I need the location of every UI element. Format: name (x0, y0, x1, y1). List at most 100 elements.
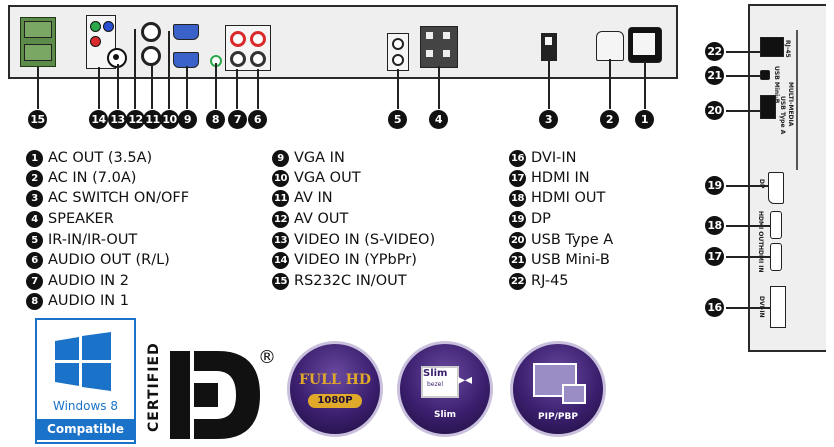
legend-item: 8 AUDIO IN 1 (26, 291, 129, 311)
slim-bezel-icon-subtext: bezel (427, 381, 444, 388)
callout-marker-15: 15 (28, 110, 47, 129)
lead-line-15 (37, 67, 39, 109)
registered-mark: ® (258, 347, 276, 368)
lead-line-18 (726, 225, 770, 227)
lead-line-21 (726, 75, 760, 77)
legend-number-badge: 14 (272, 251, 289, 269)
callout-marker-4: 4 (429, 110, 448, 129)
legend-number-badge: 9 (272, 149, 289, 167)
side-io-panel (748, 4, 826, 352)
legend-number-badge: 8 (26, 292, 43, 310)
legend-label: RJ-45 (531, 273, 569, 289)
rj45-port (760, 37, 784, 57)
audio-in-2-left-jack (230, 51, 246, 67)
dp-port (768, 172, 784, 204)
legend-number-badge: 11 (272, 189, 289, 207)
speaker-terminal-pin (443, 50, 450, 57)
legend-number-badge: 1 (26, 149, 43, 167)
full-hd-resolution-label: 1080P (308, 394, 362, 408)
callout-marker-8: 8 (206, 110, 225, 129)
callout-marker-14: 14 (89, 110, 108, 129)
lead-line-2 (609, 59, 611, 109)
callout-marker-9: 9 (178, 110, 197, 129)
callout-marker-19: 19 (705, 176, 724, 195)
usb-type-a-port-label: USB Type A (779, 96, 786, 135)
side-panel-inner-edge (796, 30, 798, 170)
legend-label: VIDEO IN (YPbPr) (294, 252, 417, 268)
legend-item: 17 HDMI IN (509, 168, 590, 188)
slim-bezel-icon (421, 366, 459, 398)
legend-label: AUDIO IN 2 (48, 273, 129, 289)
ac-switch-rocker (545, 37, 552, 45)
callout-marker-22: 22 (705, 42, 724, 61)
slim-caption: Slim (433, 410, 457, 420)
audio-in-2-right-jack (230, 31, 246, 47)
legend-number-badge: 21 (509, 251, 526, 269)
legend-number-badge: 13 (272, 231, 289, 249)
legend-number-badge: 17 (509, 169, 526, 187)
callout-marker-18: 18 (705, 216, 724, 235)
callout-marker-7: 7 (228, 110, 247, 129)
callout-marker-11: 11 (143, 110, 162, 129)
pip-sub-window-icon (562, 384, 586, 404)
callout-marker-6: 6 (248, 110, 267, 129)
legend-label: VIDEO IN (S-VIDEO) (294, 232, 436, 248)
lead-line-22 (726, 51, 760, 53)
lead-line-7 (236, 69, 238, 109)
legend-number-badge: 3 (26, 189, 43, 207)
callout-marker-17: 17 (705, 247, 724, 266)
legend-label: RS232C IN/OUT (294, 273, 407, 289)
vga-out-port (173, 24, 199, 40)
lead-line-19 (726, 185, 768, 187)
ir-in-jack (392, 38, 404, 50)
ac-out-socket-inner (633, 33, 655, 55)
pip-pbp-caption: PIP/PBP (538, 412, 578, 422)
lead-line-12 (134, 29, 136, 109)
windows-compatible-label: Compatible (37, 419, 134, 440)
lead-line-14 (98, 67, 100, 109)
callout-marker-20: 20 (705, 101, 724, 120)
ypbpr-y-jack (90, 21, 101, 32)
legend-number-badge: 12 (272, 210, 289, 228)
audio-out-right-jack (250, 31, 266, 47)
lead-line-8 (215, 63, 217, 109)
usb-type-a-port (760, 95, 776, 119)
legend-number-badge: 18 (509, 189, 526, 207)
hdmi-out-port-label: HDMI OUT (757, 211, 764, 246)
lead-line-16 (726, 307, 770, 309)
hdmi-in-port-label: HDMI IN (757, 245, 764, 273)
callout-marker-3: 3 (539, 110, 558, 129)
rs232c-in-port (24, 21, 52, 38)
legend-number-badge: 19 (509, 210, 526, 228)
hdmi-in-port (770, 243, 782, 271)
legend-number-badge: 22 (509, 272, 526, 290)
audio-out-left-jack (250, 51, 266, 67)
legend-label: AC IN (7.0A) (48, 170, 137, 186)
ypbpr-pb-jack (103, 21, 114, 32)
legend-item: 5 IR-IN/IR-OUT (26, 230, 137, 250)
lead-line-6 (257, 69, 259, 109)
speaker-terminal-pin (426, 32, 433, 39)
hdmi-out-port (770, 211, 782, 239)
callout-marker-13: 13 (108, 110, 127, 129)
usb-mini-b-port (760, 70, 770, 80)
legend-label: AUDIO IN 1 (48, 293, 129, 309)
legend-label: HDMI IN (531, 170, 590, 186)
speaker-terminal-pin (443, 32, 450, 39)
legend-label: DVI-IN (531, 150, 577, 166)
legend-number-badge: 6 (26, 251, 43, 269)
lead-line-3 (548, 59, 550, 109)
dvi-in-port (770, 286, 786, 328)
dp-port-label: DP (758, 179, 765, 189)
legend-label: AV OUT (294, 211, 349, 227)
legend-number-badge: 5 (26, 231, 43, 249)
full-hd-badge (287, 341, 383, 437)
legend-number-badge: 2 (26, 169, 43, 187)
av-out-jack (141, 22, 161, 42)
legend-label: IR-IN/IR-OUT (48, 232, 138, 248)
